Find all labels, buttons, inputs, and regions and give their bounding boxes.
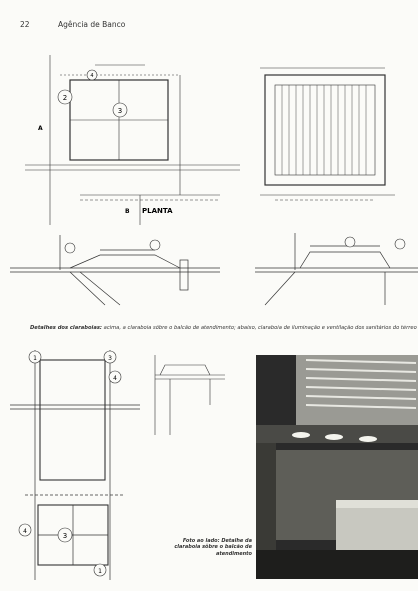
skylight-section-left [10, 235, 220, 306]
drawing-caption: Detalhes dos claraboias: acima, a clarab… [30, 325, 418, 331]
skylight-section-right [255, 233, 418, 306]
circle-label-2: 2 [63, 94, 67, 102]
circle-label-4: 4 [90, 73, 93, 79]
circle-label-3b: 3 [63, 532, 67, 540]
section-marker-b: B [125, 208, 130, 215]
slat-lines [281, 85, 367, 175]
circle-label-1a: 1 [33, 355, 37, 362]
photo-caption: Foto ao lado: Detalhe da claraboia sôbre… [174, 538, 252, 557]
page-header: 22 Agência de Banco [20, 20, 125, 29]
planta-label: PLANTA [142, 207, 173, 215]
skylight-photo [256, 355, 418, 579]
page-number: 22 [20, 20, 30, 29]
circle-label-4b: 4 [23, 528, 27, 535]
circle-label-3: 3 [118, 107, 122, 115]
circle-label-4a: 4 [113, 375, 117, 382]
circle-label-1b: 1 [98, 568, 102, 575]
photo-illustration [256, 355, 418, 579]
skylight-plan-drawing: 2 3 4 A B PLANTA [25, 55, 240, 225]
section-marker-a: A [38, 125, 43, 132]
ceiling-slat-plan-drawing [260, 67, 395, 201]
caption-lead: Detalhes dos claraboias: [30, 325, 102, 331]
caption-text: acima, a claraboia sôbre o balcão de ate… [102, 325, 417, 331]
sanitary-skylight-drawing: 1 3 4 4 3 1 [10, 350, 225, 580]
circle-label-3a: 3 [108, 355, 112, 362]
page-title: Agência de Banco [57, 20, 126, 29]
